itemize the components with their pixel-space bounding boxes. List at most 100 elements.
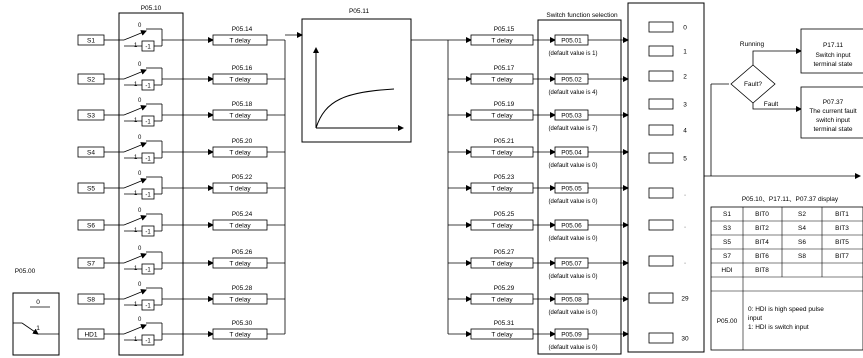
inverter-label: -1 (145, 267, 151, 273)
slot-array-frame (627, 2, 705, 353)
bit-table-title: P05.10、P17.11、P07.37 display (742, 196, 839, 203)
input-delay-param: P05.22 (232, 174, 253, 181)
switch-lever (123, 253, 147, 264)
switch-pos0-label: 0 (138, 317, 142, 323)
bit-table-cell: S3 (723, 225, 731, 232)
default-value-note: (default value is 0) (548, 199, 597, 205)
terminal-name: S7 (87, 260, 95, 267)
terminal-name: S1 (87, 37, 95, 44)
bit-table-cell: BIT2 (755, 225, 769, 232)
switch-pos0-label: 0 (138, 208, 142, 214)
output-delay-param: P05.27 (494, 249, 515, 256)
selector-group-label: P05.10 (141, 5, 162, 12)
switch-lever (123, 142, 147, 153)
inverter-label: -1 (145, 338, 151, 344)
switch-lever (123, 105, 147, 116)
status-slot-box (648, 255, 674, 267)
filter-curve (315, 88, 395, 129)
hdi-pos1-label: 1 (36, 325, 40, 332)
input-state-title: P17.11 (823, 42, 844, 49)
output-delay-label: T delay (491, 185, 513, 192)
switch-lever (123, 289, 147, 300)
function-code-label: P05.06 (561, 222, 582, 229)
output-delay-label: T delay (491, 149, 513, 156)
status-slot-label: 2 (683, 73, 687, 80)
bit-table-footer-line-1: 0: HDI is high speed pulse (748, 306, 824, 313)
switch-pos0-label: 0 (138, 62, 142, 68)
status-slot-box (648, 292, 674, 304)
output-delay-param: P05.31 (494, 320, 515, 327)
status-slot-label: 3 (683, 101, 687, 108)
bit-table-cell: S7 (723, 253, 731, 260)
output-delay-label: T delay (491, 296, 513, 303)
function-code-label: P05.05 (561, 185, 582, 192)
status-slot-box (648, 187, 674, 199)
input-delay-param: P05.28 (232, 285, 253, 292)
fault-state-box (800, 86, 863, 139)
output-delay-param: P05.21 (494, 138, 515, 145)
inverter-label: -1 (145, 229, 151, 235)
input-delay-label: T delay (229, 260, 251, 267)
input-delay-label: T delay (229, 37, 251, 44)
switch-pos0-label: 0 (138, 98, 142, 104)
status-slot-box (648, 219, 674, 231)
function-code-label: P05.04 (561, 149, 582, 156)
bit-table-cell: BIT3 (835, 225, 849, 232)
fault-decision-label: Fault? (744, 81, 762, 88)
input-delay-param: P05.14 (232, 26, 253, 33)
bit-table-footer-param: P05.00 (717, 318, 738, 325)
input-state-text-2: terminal state (813, 61, 852, 68)
switch-lever (123, 69, 147, 80)
bit-table-cell: BIT5 (835, 239, 849, 246)
bit-table-cell: BIT6 (755, 253, 769, 260)
hdi-pos0-label: 0 (36, 299, 40, 306)
status-slot-box (648, 21, 674, 33)
running-label: Running (740, 41, 765, 48)
bit-table-cell: S4 (798, 225, 806, 232)
inverter-label: -1 (145, 156, 151, 162)
bit-table-cell: BIT1 (835, 211, 849, 218)
terminal-name: S4 (87, 149, 95, 156)
input-state-box (800, 28, 863, 74)
bit-table-cell: HDI (721, 267, 732, 274)
default-value-note: (default value is 7) (548, 126, 597, 132)
switch-function-frame (537, 19, 622, 355)
default-value-note: (default value is 0) (548, 274, 597, 280)
status-slot-label: . (684, 190, 686, 197)
terminal-name: S8 (87, 296, 95, 303)
terminal-name: S3 (87, 112, 95, 119)
bit-table-cell: S8 (798, 253, 806, 260)
output-delay-label: T delay (491, 76, 513, 83)
switch-pos0-label: 0 (138, 135, 142, 141)
hdi-param-label: P05.00 (15, 268, 36, 275)
status-slot-box (648, 152, 674, 164)
fault-state-title: P07.37 (823, 99, 844, 106)
fault-branch (752, 103, 802, 112)
output-delay-label: T delay (491, 37, 513, 44)
default-value-note: (default value is 0) (548, 163, 597, 169)
output-delay-param: P05.23 (494, 174, 515, 181)
running-branch (752, 48, 802, 65)
bit-table-cell: S5 (723, 239, 731, 246)
input-delay-label: T delay (229, 149, 251, 156)
fault-state-text-1: The current fault (809, 108, 857, 115)
fault-state-text-2: switch input (816, 117, 850, 124)
output-delay-param: P05.19 (494, 101, 515, 108)
selector-group-frame (118, 12, 184, 356)
input-delay-label: T delay (229, 76, 251, 83)
status-slot-label: 5 (683, 155, 687, 162)
output-delay-param: P05.29 (494, 285, 515, 292)
input-delay-label: T delay (229, 185, 251, 192)
bit-table-cell: BIT7 (835, 253, 849, 260)
input-delay-label: T delay (229, 112, 251, 119)
switch-lever (123, 30, 147, 41)
status-slot-label: 0 (683, 24, 687, 31)
bit-table-cell: BIT0 (755, 211, 769, 218)
bit-table-footer-line-2: input (748, 315, 762, 322)
